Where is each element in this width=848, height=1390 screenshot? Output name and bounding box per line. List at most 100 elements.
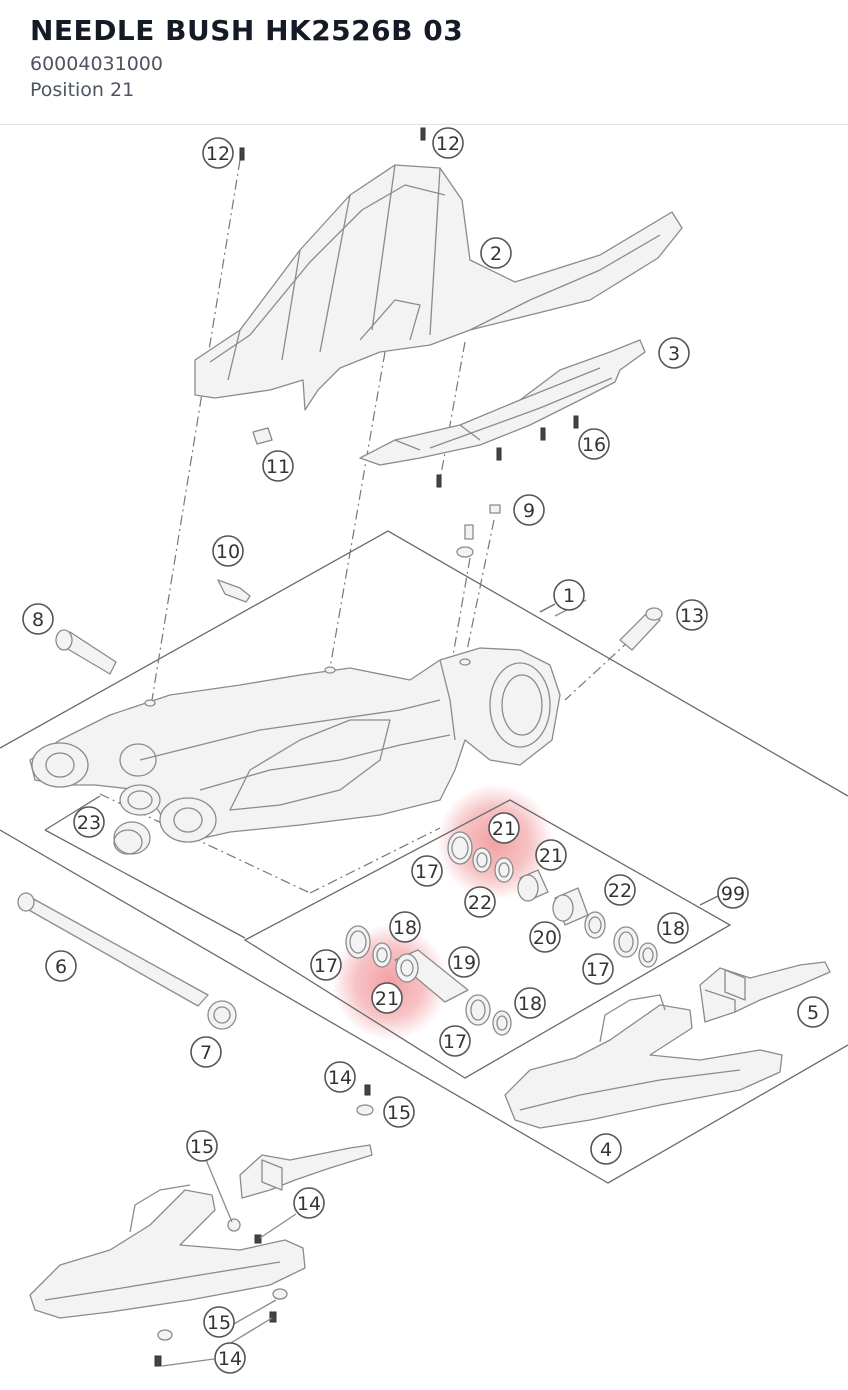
callout-number: 15 [387,1102,411,1124]
callout-circle [464,886,496,918]
callout-1[interactable]: 1 [553,579,585,611]
bearing-parts [345,831,658,1036]
callout-circle [432,127,464,159]
callout-circle [310,949,342,981]
callout-circle [389,911,421,943]
callout-circle [214,1342,246,1374]
callout-15[interactable]: 15 [186,1130,218,1162]
callout-23[interactable]: 23 [73,806,105,838]
callout-circle [797,996,829,1028]
callout-number: 17 [586,959,610,981]
callout-circle [604,874,636,906]
callout-99[interactable]: 99 [717,877,749,909]
callout-8[interactable]: 8 [22,603,54,635]
callout-14[interactable]: 14 [293,1187,325,1219]
callout-circle [262,450,294,482]
callout-circle [657,912,689,944]
callout-17[interactable]: 17 [582,953,614,985]
chain-guard-part [359,339,646,466]
callout-12[interactable]: 12 [202,137,234,169]
callout-circle [535,839,567,871]
callout-number: 14 [297,1193,321,1215]
callout-number: 14 [218,1348,242,1370]
swingarm-part [29,647,561,843]
callout-number: 23 [77,812,101,834]
part-header: NEEDLE BUSH HK2526B 03 60004031000 Posit… [0,0,848,125]
callout-circle [202,137,234,169]
callout-number: 12 [206,143,230,165]
callout-3[interactable]: 3 [658,337,690,369]
callout-number: 13 [680,605,704,627]
callout-circle [45,950,77,982]
callout-17[interactable]: 17 [310,949,342,981]
callout-circle [582,953,614,985]
callout-7[interactable]: 7 [190,1036,222,1068]
assembly-leaders [99,159,631,894]
callout-number: 9 [523,500,535,522]
callout-circle [513,494,545,526]
callout-leaders [161,599,587,1367]
callout-21[interactable]: 21 [535,839,567,871]
callout-2[interactable]: 2 [480,237,512,269]
callout-17[interactable]: 17 [411,855,443,887]
pivot-bolt-part [55,629,117,675]
callout-circle [553,579,585,611]
callout-circle [203,1306,235,1338]
callout-circle [190,1036,222,1068]
callout-number: 18 [661,918,685,940]
callout-number: 18 [393,917,417,939]
axle-nut-part [619,607,663,651]
part-position: Position 21 [30,79,135,101]
callout-14[interactable]: 14 [214,1342,246,1374]
callout-22[interactable]: 22 [604,874,636,906]
callout-4[interactable]: 4 [590,1133,622,1165]
callout-9[interactable]: 9 [513,494,545,526]
callout-circle [411,855,443,887]
callout-number: 18 [518,993,542,1015]
callout-21[interactable]: 21 [488,812,520,844]
callout-15[interactable]: 15 [203,1306,235,1338]
assembly-frames [0,530,848,1184]
callout-number: 17 [443,1031,467,1053]
callout-circle [383,1096,415,1128]
callout-circle [439,1025,471,1057]
callout-12[interactable]: 12 [432,127,464,159]
callout-20[interactable]: 20 [529,921,561,953]
callout-10[interactable]: 10 [212,535,244,567]
axle-part [17,892,237,1030]
callout-number: 3 [668,343,680,365]
callout-15[interactable]: 15 [383,1096,415,1128]
callout-number: 21 [375,988,399,1010]
callout-16[interactable]: 16 [578,428,610,460]
callout-number: 22 [608,880,632,902]
callout-17[interactable]: 17 [439,1025,471,1057]
callout-circle [578,428,610,460]
callout-11[interactable]: 11 [262,450,294,482]
callout-18[interactable]: 18 [514,987,546,1019]
callout-circle [514,987,546,1019]
part-title: NEEDLE BUSH HK2526B 03 [30,14,464,47]
mid-fasteners [356,1084,374,1116]
callout-circle [480,237,512,269]
callout-21[interactable]: 21 [371,982,403,1014]
callout-18[interactable]: 18 [657,912,689,944]
callout-circle [324,1061,356,1093]
callout-number: 17 [314,955,338,977]
callout-number: 21 [492,818,516,840]
callout-22[interactable]: 22 [464,886,496,918]
callout-number: 15 [190,1136,214,1158]
callout-number: 99 [721,883,745,905]
callout-18[interactable]: 18 [389,911,421,943]
callout-number: 14 [328,1067,352,1089]
callout-14[interactable]: 14 [324,1061,356,1093]
callout-number: 2 [490,243,502,265]
callout-number: 7 [200,1042,212,1064]
callout-5[interactable]: 5 [797,996,829,1028]
highlight-glow [437,784,553,900]
callout-13[interactable]: 13 [676,599,708,631]
callout-19[interactable]: 19 [448,946,480,978]
callout-number: 19 [452,952,476,974]
callout-circle [293,1187,325,1219]
callout-6[interactable]: 6 [45,950,77,982]
